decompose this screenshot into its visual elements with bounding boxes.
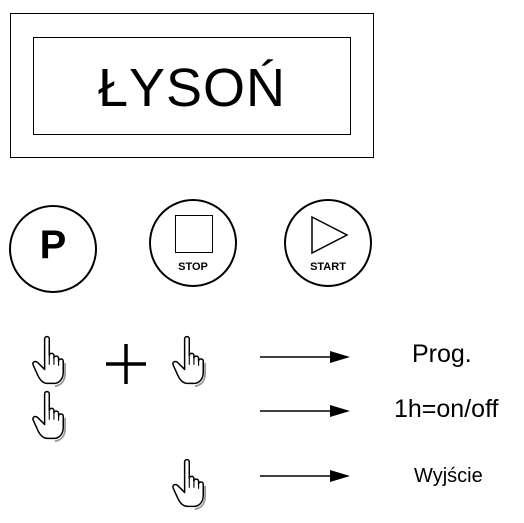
display-text: ŁYSOŃ: [97, 58, 287, 118]
stop-button[interactable]: STOP: [149, 199, 237, 287]
hand-pointer-icon: [172, 335, 207, 388]
hand-pointer-icon: [32, 390, 67, 443]
start-button[interactable]: START: [284, 199, 372, 287]
hand-pointer-icon: [172, 458, 207, 511]
plus-icon: [106, 344, 146, 384]
play-icon: [311, 215, 349, 255]
arrow-right-icon: [260, 470, 350, 482]
display-screen: ŁYSOŃ: [33, 37, 351, 135]
hand-pointer-icon: [32, 335, 67, 388]
start-button-caption: START: [310, 261, 346, 273]
p-button[interactable]: P: [9, 205, 97, 293]
hour-toggle-label: 1h=on/off: [394, 395, 499, 423]
exit-label: Wyjście: [414, 465, 483, 487]
program-label: Prog.: [412, 340, 472, 368]
arrow-right-icon: [260, 405, 350, 417]
stop-button-caption: STOP: [178, 261, 208, 273]
stop-icon: [175, 215, 213, 253]
display-panel: ŁYSOŃ: [10, 13, 374, 158]
p-button-label: P: [39, 223, 67, 267]
arrow-right-icon: [260, 351, 350, 363]
